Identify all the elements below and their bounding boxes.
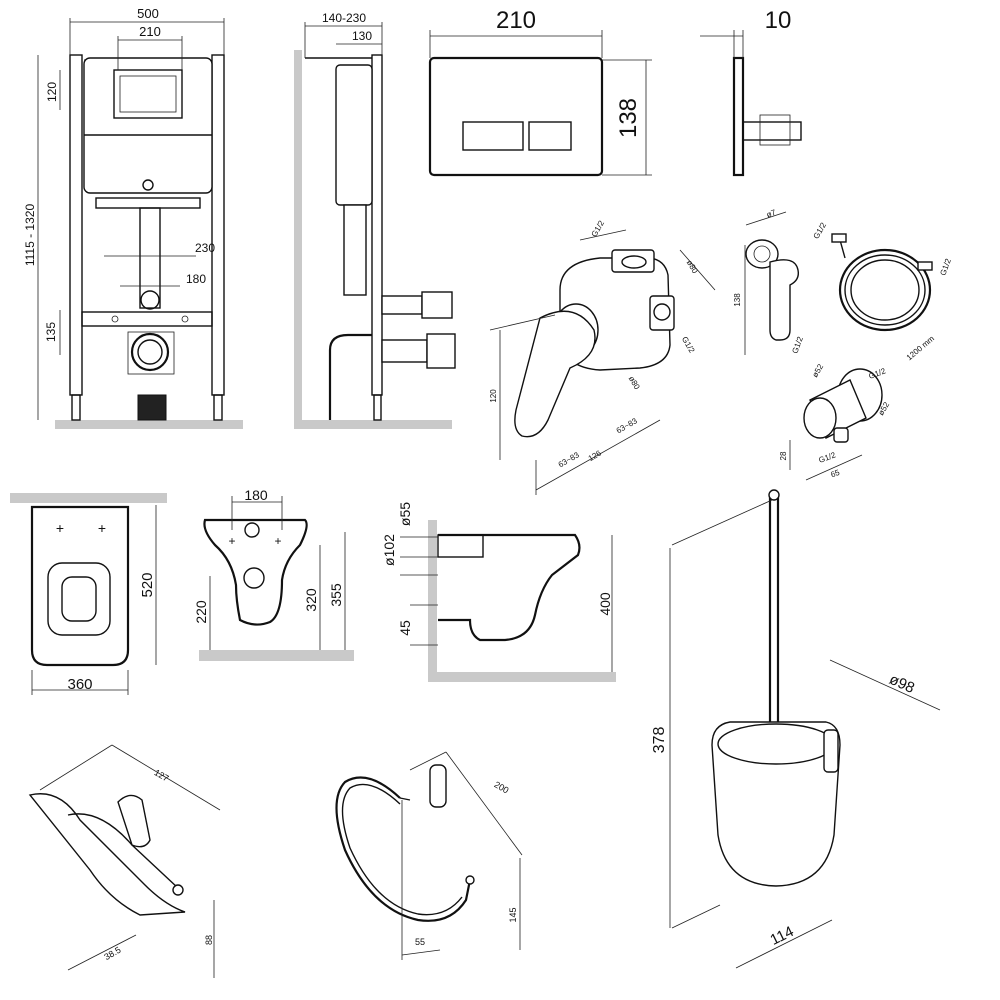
mixer-body-diameter-label: ø80 (685, 259, 700, 276)
installation-frame-side: 140-230 130 (294, 11, 456, 429)
toilet-total-height-label: 355 (328, 583, 344, 607)
mixer-length-label: 126 (587, 448, 604, 463)
mixer-height-label: 120 (489, 389, 498, 403)
hose-thread-left-label: G1/2 (812, 221, 829, 241)
toilet-back-view: + + 180 220 320 355 (193, 487, 354, 661)
toilet-outlet-diameter-label: ø102 (381, 534, 397, 566)
paper-holder-diagram: 127 88 38.5 (28, 744, 221, 978)
brush-holder-diagram: 378 ø98 114 (651, 489, 941, 969)
frame-drain-height-label: 135 (44, 322, 58, 342)
toilet-inlet-diameter-label: ø55 (397, 502, 413, 526)
toilet-length-label: 520 (139, 572, 156, 597)
toilet-side-view: ø55 ø102 45 400 (381, 502, 616, 682)
brush-height-label: 378 (651, 727, 668, 754)
plate-width-label: 210 (496, 7, 536, 34)
svg-text:+: + (56, 520, 64, 536)
towel-ring-width-label: 200 (492, 779, 510, 795)
brush-diameter-label: ø98 (887, 671, 918, 697)
frame-pipe-outer-label: 230 (195, 241, 215, 255)
side-depth-fixed-label: 130 (352, 29, 372, 43)
outlet-diameter-label: ø52 (810, 362, 825, 379)
paper-holder-depth-label: 38.5 (102, 945, 122, 962)
outlet-height-label: 28 (779, 451, 788, 460)
frame-width-label: 500 (137, 6, 159, 21)
frame-pipe-inner-label: 180 (186, 272, 206, 286)
frame-total-height-label: 1115 - 1320 (23, 204, 37, 267)
flush-plate: 210 138 (428, 7, 652, 177)
svg-text:+: + (98, 520, 106, 536)
plate-thickness-label: 10 (765, 7, 792, 34)
plate-height-label: 138 (615, 98, 642, 138)
frame-plate-width-label: 210 (139, 24, 161, 39)
installation-frame-front: 500 210 1115 - 1320 120 230 180 135 (23, 6, 243, 429)
toilet-top-view: + + 520 360 (10, 493, 167, 695)
shower-length-label: 138 (733, 293, 742, 307)
mixer-thread-top-label: G1/2 (590, 219, 607, 239)
shower-hose-diagram: G1/2 G1/2 1200 mm (812, 221, 953, 363)
toilet-height-label: 400 (597, 592, 613, 616)
side-depth-label: 140-230 (322, 11, 366, 25)
towel-ring-depth-label: 55 (415, 937, 425, 947)
svg-text:+: + (228, 534, 235, 548)
toilet-inlet-height-label: 220 (193, 600, 209, 624)
toilet-back-width-label: 180 (244, 487, 268, 503)
brush-width-label: 114 (768, 923, 797, 949)
outlet-width-label: 65 (829, 468, 841, 480)
wall-outlet-diagram: ø52 G1/2 ø52 28 G1/2 65 (779, 362, 891, 481)
shower-head-diameter-label: ø7 (765, 208, 777, 220)
paper-holder-height-label: 88 (204, 935, 214, 945)
toilet-width-label: 360 (67, 676, 92, 693)
hygienic-shower-diagram: ø7 138 G1/2 (733, 208, 805, 355)
outlet-thread-in-label: G1/2 (817, 450, 837, 465)
towel-ring-height-label: 145 (508, 907, 518, 922)
paper-holder-width-label: 127 (152, 767, 170, 783)
toilet-offset-label: 45 (397, 620, 413, 636)
svg-text:+: + (274, 534, 281, 548)
hose-thread-right-label: G1/2 (938, 257, 953, 277)
mixer-flange-label: ø80 (627, 375, 642, 392)
hose-length-label: 1200 mm (905, 334, 937, 363)
mixer-thread-side-label: G1/2 (680, 335, 697, 355)
toilet-outlet-height-label: 320 (303, 588, 319, 612)
mixer-diagram: G1/2 ø80 G1/2 ø80 120 126 63~83 63~83 (489, 219, 716, 495)
mixer-depth-b-label: 63~83 (615, 416, 639, 435)
flush-plate-side: 10 (700, 7, 802, 177)
frame-top-offset-label: 120 (45, 82, 59, 102)
towel-ring-diagram: 200 145 55 (335, 751, 523, 960)
shower-thread-label: G1/2 (790, 335, 805, 355)
